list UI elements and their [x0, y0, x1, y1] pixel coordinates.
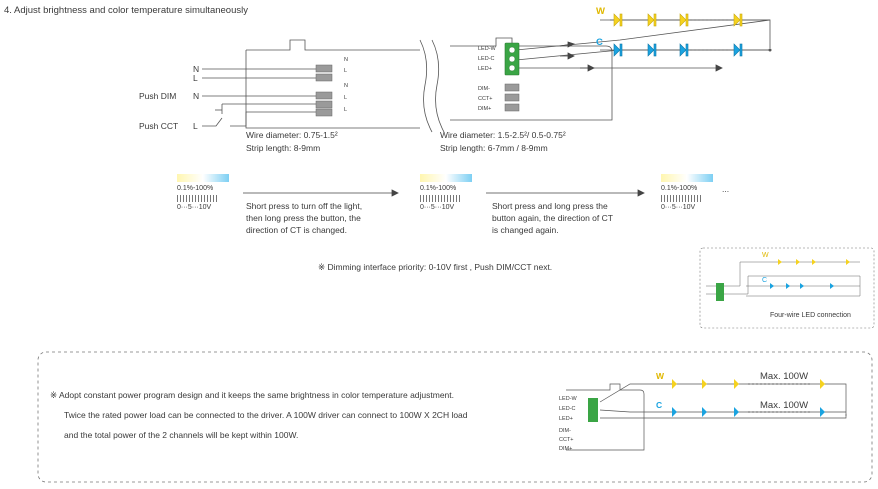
note-c-label: C [656, 400, 663, 410]
step2-line3: is changed again. [492, 225, 559, 235]
range-text: 0.1%-100% [661, 185, 698, 192]
wire-in-strip: Strip length: 8-9mm [246, 143, 321, 153]
note-w-label: W [656, 371, 665, 381]
range-text: 0.1%-100% [420, 185, 457, 192]
volt-text: 0···5···10V [177, 204, 212, 211]
volt-text: 0···5···10V [661, 204, 696, 211]
max-w-label: Max. 100W [760, 371, 809, 382]
input-n-label: N [193, 64, 200, 74]
push-dim-n-label: N [193, 91, 200, 101]
terminal-label: L [344, 68, 348, 74]
wire-in-diameter: Wire diameter: 0.75-1.5² [246, 130, 338, 140]
wire-out-strip: Strip length: 6-7mm / 8-9mm [440, 143, 548, 153]
priority-note: ※ Dimming interface priority: 0-10V firs… [318, 262, 553, 272]
note-line1: ※ Adopt constant power program design an… [50, 390, 455, 400]
strip-w-label: W [596, 6, 605, 17]
volt-ticks [420, 195, 460, 202]
note-line3: and the total power of the 2 channels wi… [64, 430, 299, 440]
max-c-label: Max. 100W [760, 400, 809, 411]
fourwire-caption: Four-wire LED connection [770, 312, 851, 319]
push-cct-l-label: L [193, 121, 198, 131]
note-line2: Twice the rated power load can be connec… [64, 410, 468, 420]
terminal-label: DIM+ [478, 106, 492, 112]
terminal-label: N [344, 83, 348, 89]
step2-line1: Short press and long press the [492, 201, 608, 211]
step1-line3: direction of CT is changed. [246, 225, 347, 235]
terminal-label: LED-W [478, 46, 496, 52]
step1-line1: Short press to turn off the light, [246, 201, 363, 211]
terminal-label: N [344, 57, 348, 63]
fourwire-c-label: C [762, 277, 768, 284]
terminal-label: DIM- [478, 86, 490, 92]
volt-ticks [661, 195, 701, 202]
volt-ticks [177, 195, 217, 202]
terminal-label: LED-C [559, 406, 576, 412]
terminal-label: CCT+ [559, 437, 574, 443]
terminal-label: LED-W [559, 396, 577, 402]
terminal-label: L [344, 95, 348, 101]
fourwire-w-label: W [762, 252, 769, 259]
brightness-gradient [661, 174, 713, 182]
terminal-label: DIM- [559, 428, 571, 434]
terminal-label: DIM+ [559, 446, 573, 452]
step1-line2: then long press the button, the [246, 213, 361, 223]
strip-c-label: C [596, 37, 603, 48]
range-text: 0.1%-100% [177, 185, 214, 192]
terminal-label: LED-C [478, 56, 495, 62]
terminal-label: LED+ [559, 416, 573, 422]
step2-line2: button again, the direction of CT [492, 213, 613, 223]
push-dim-label: Push DIM [139, 91, 177, 101]
brightness-gradient [177, 174, 229, 182]
wire-out-diameter: Wire diameter: 1.5-2.5²/ 0.5-0.75² [440, 130, 566, 140]
push-cct-label: Push CCT [139, 121, 179, 131]
volt-text: 0···5···10V [420, 204, 455, 211]
terminal-label: L [344, 107, 348, 113]
terminal-label: LED+ [478, 66, 492, 72]
ellipsis: ... [722, 184, 730, 194]
input-l-label: L [193, 73, 198, 83]
terminal-label: CCT+ [478, 96, 493, 102]
brightness-gradient [420, 174, 472, 182]
section-title: 4. Adjust brightness and color temperatu… [4, 5, 248, 16]
